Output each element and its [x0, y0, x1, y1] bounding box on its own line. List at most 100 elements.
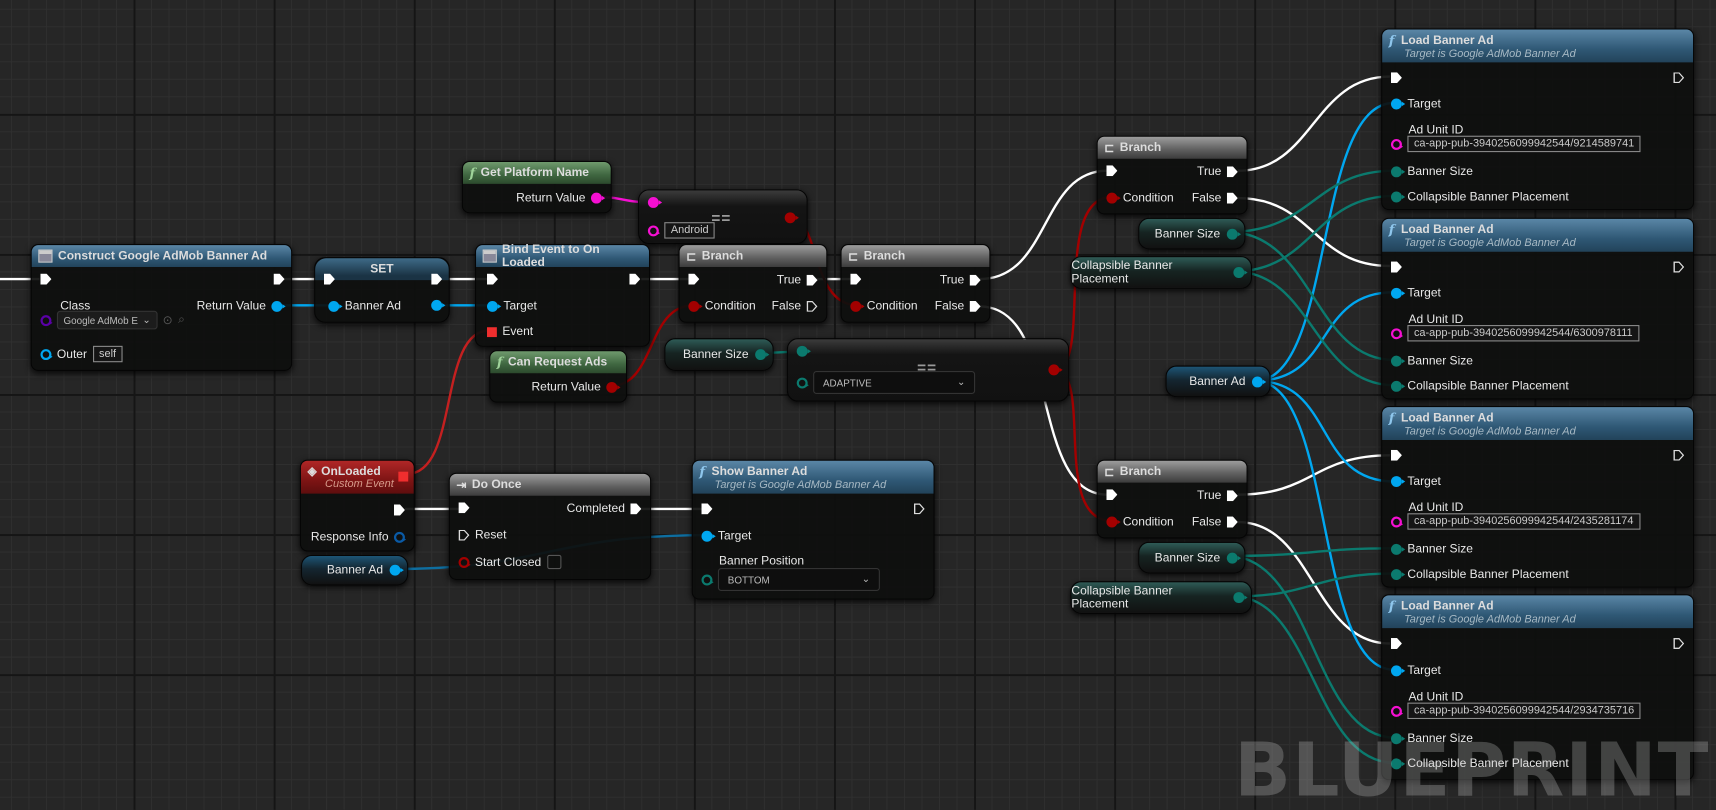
- get-platform-name-node[interactable]: f Get Platform Name Return Value: [461, 160, 612, 214]
- exec-in-pin[interactable]: [1390, 638, 1402, 649]
- banner-ad-variable-1[interactable]: Banner Ad: [300, 554, 409, 586]
- can-request-ads-node[interactable]: f Can Request Ads Return Value: [489, 350, 628, 403]
- start-closed-pin[interactable]: [458, 556, 471, 568]
- banner-size-pin[interactable]: [1390, 355, 1406, 367]
- return-value-pin[interactable]: [590, 192, 606, 204]
- collapsible-placement-variable-1[interactable]: Collapsible Banner Placement: [1070, 256, 1252, 289]
- branch-node-3[interactable]: ⊏ Branch True Condition False: [1096, 135, 1248, 215]
- ad-unit-id-pin[interactable]: [1390, 138, 1404, 150]
- target-pin[interactable]: [1390, 287, 1406, 299]
- start-closed-checkbox[interactable]: [546, 554, 561, 570]
- banner-size-variable-3[interactable]: Banner Size: [1138, 541, 1246, 574]
- collapsible-placement-variable-2[interactable]: Collapsible Banner Placement: [1070, 581, 1252, 614]
- target-pin[interactable]: [487, 300, 502, 312]
- collapsible-placement-pin[interactable]: [1390, 758, 1406, 770]
- banner-size-dropdown[interactable]: ADAPTIVE⌄: [813, 371, 976, 394]
- exec-in-pin[interactable]: [458, 502, 470, 514]
- exec-in-pin[interactable]: [688, 273, 700, 285]
- ad-unit-id-pin[interactable]: [1390, 705, 1404, 717]
- collapsible-placement-pin[interactable]: [1233, 267, 1248, 278]
- event-delegate-pin[interactable]: [487, 326, 497, 337]
- enum-a-pin[interactable]: [796, 345, 811, 357]
- return-value-pin[interactable]: [606, 381, 621, 393]
- onloaded-custom-event-node[interactable]: ◈ OnLoaded Custom Event Response Info: [299, 459, 415, 552]
- exec-in-pin[interactable]: [1106, 165, 1118, 177]
- ad-unit-id-pin[interactable]: [1390, 327, 1404, 339]
- show-banner-ad-node[interactable]: f Show Banner Ad Target is Google AdMob …: [691, 459, 935, 600]
- exec-out-pin[interactable]: [431, 273, 443, 285]
- exec-out-pin[interactable]: [1673, 638, 1684, 649]
- string-b-pin[interactable]: [647, 224, 660, 236]
- condition-pin[interactable]: [1106, 516, 1121, 528]
- banner-size-pin[interactable]: [1226, 228, 1242, 240]
- ad-unit-id-pin[interactable]: [1390, 516, 1404, 527]
- exec-in-pin[interactable]: [1390, 72, 1402, 84]
- branch-node-4[interactable]: ⊏ Branch True Condition False: [1096, 459, 1248, 539]
- completed-exec-pin[interactable]: [630, 503, 642, 515]
- construct-banner-ad-node[interactable]: Construct Google AdMob Banner Ad Class G…: [30, 244, 293, 372]
- search-icon[interactable]: ⌕: [178, 312, 185, 327]
- exec-out-pin[interactable]: [273, 273, 285, 285]
- ad-unit-id-input[interactable]: ca-app-pub-3940256099942544/9214589741: [1407, 135, 1641, 153]
- class-pin[interactable]: [40, 314, 53, 326]
- branch-node-1[interactable]: ⊏ Branch True Condition False: [678, 244, 828, 323]
- target-pin[interactable]: [1390, 98, 1406, 110]
- reset-exec-pin[interactable]: [459, 530, 470, 541]
- banner-ad-pin[interactable]: [389, 564, 404, 576]
- collapsible-placement-pin[interactable]: [1390, 569, 1406, 581]
- banner-ad-in-pin[interactable]: [328, 300, 343, 312]
- target-pin[interactable]: [1390, 476, 1406, 488]
- string-b-input[interactable]: Android: [664, 222, 716, 239]
- equal-string-node[interactable]: == Android: [638, 189, 808, 245]
- false-exec-pin[interactable]: [1226, 516, 1238, 528]
- exec-in-pin[interactable]: [323, 273, 335, 285]
- collapsible-placement-pin[interactable]: [1233, 592, 1248, 604]
- node-header[interactable]: Construct Google AdMob Banner Ad: [31, 245, 292, 268]
- node-header[interactable]: ⊏ Branch: [1097, 136, 1247, 159]
- banner-ad-out-pin[interactable]: [431, 299, 446, 311]
- do-once-node[interactable]: ⇥ Do Once Completed Reset Start Closed: [448, 472, 652, 581]
- false-exec-pin[interactable]: [1226, 192, 1238, 204]
- true-exec-pin[interactable]: [1226, 166, 1238, 178]
- banner-size-pin[interactable]: [1226, 552, 1242, 564]
- exec-in-pin[interactable]: [1106, 489, 1118, 501]
- equal-enum-node[interactable]: == ADAPTIVE⌄: [786, 338, 1070, 402]
- exec-in-pin[interactable]: [40, 273, 52, 285]
- set-banner-ad-node[interactable]: SET Banner Ad: [314, 257, 450, 323]
- banner-size-variable-1[interactable]: Banner Size: [664, 338, 774, 372]
- node-header[interactable]: ◈ OnLoaded Custom Event: [300, 460, 414, 494]
- true-exec-pin[interactable]: [969, 274, 981, 286]
- exec-out-pin[interactable]: [393, 504, 405, 516]
- exec-out-pin[interactable]: [1673, 450, 1684, 461]
- banner-size-pin[interactable]: [1390, 166, 1406, 178]
- true-exec-pin[interactable]: [1226, 490, 1238, 502]
- string-a-pin[interactable]: [647, 196, 663, 208]
- banner-ad-variable-2[interactable]: Banner Ad: [1165, 365, 1271, 398]
- banner-position-dropdown[interactable]: BOTTOM⌄: [717, 567, 880, 591]
- target-pin[interactable]: [701, 530, 716, 542]
- node-header[interactable]: f Get Platform Name: [462, 161, 611, 184]
- target-pin[interactable]: [1390, 665, 1406, 677]
- false-exec-pin[interactable]: [969, 300, 981, 312]
- result-pin[interactable]: [1048, 364, 1063, 376]
- banner-ad-pin[interactable]: [1251, 375, 1267, 387]
- node-header[interactable]: ⊏ Branch: [679, 245, 827, 268]
- ad-unit-id-input[interactable]: ca-app-pub-3940256099942544/2435281174: [1407, 513, 1641, 530]
- use-selected-icon[interactable]: ⊙: [162, 314, 173, 328]
- node-header[interactable]: SET: [315, 258, 449, 281]
- node-header[interactable]: f Can Request Ads: [490, 351, 626, 374]
- class-dropdown[interactable]: Google AdMob E⌄: [56, 310, 158, 330]
- enum-b-pin[interactable]: [796, 377, 809, 388]
- node-header[interactable]: Bind Event to On Loaded: [476, 243, 649, 269]
- true-exec-pin[interactable]: [806, 274, 818, 286]
- result-pin[interactable]: [784, 212, 799, 224]
- exec-in-pin[interactable]: [850, 273, 862, 285]
- banner-position-pin[interactable]: [701, 574, 714, 585]
